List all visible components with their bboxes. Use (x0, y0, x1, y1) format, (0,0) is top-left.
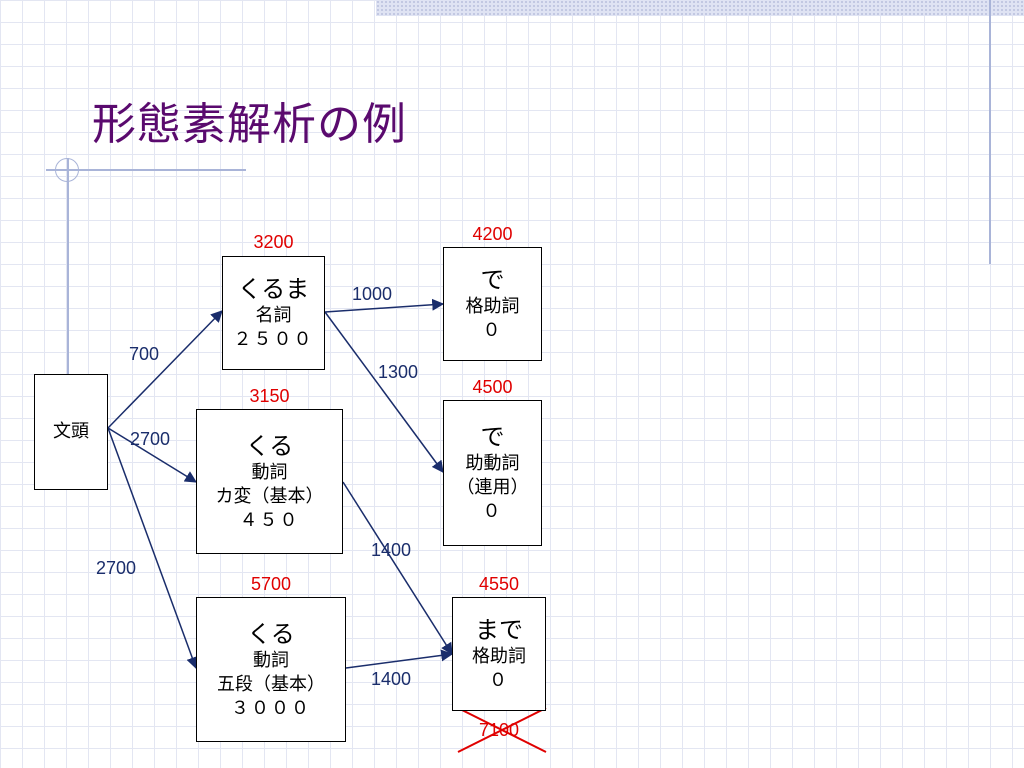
node-de-jodo-pos: 助動詞 (465, 453, 520, 474)
node-kuru-go-pos: 動詞 (253, 649, 289, 671)
node-made-cost: ０ (489, 670, 509, 691)
edge-label-bunto-kuru-go: 2700 (96, 558, 137, 578)
edge-bunto-kuru-go (107, 427, 198, 670)
edge-label-bunto-kuru-ka: 2700 (130, 429, 171, 449)
score-kuru-go: 5700 (250, 574, 292, 594)
score-de-kaku: 4200 (472, 224, 513, 244)
strike-line-b (457, 707, 547, 753)
edge-kuruma-de-jodo (324, 311, 444, 473)
node-kuru-ka-cost: ４５０ (239, 509, 300, 531)
node-de-kaku-cost: ０ (482, 320, 503, 341)
node-made: まで 格助詞 ０ (452, 597, 546, 711)
node-de-kaku-surface: で (480, 266, 505, 294)
node-bunto-label: 文頭 (53, 421, 89, 442)
edge-label-kuruma-de-jodo: 1300 (378, 362, 419, 382)
page-title: 形態素解析の例 (92, 99, 407, 150)
node-de-jodo-cost: ０ (482, 501, 503, 522)
node-kuru-go-cost: ３０００ (231, 697, 311, 719)
edge-label-bunto-kuruma: 700 (129, 344, 160, 364)
node-kuru-ka-surface: くる (245, 431, 294, 460)
edge-kuru-ka-made (342, 481, 453, 656)
node-de-kaku: で 格助詞 ０ (443, 247, 542, 361)
node-kuruma-pos: 名詞 (255, 305, 292, 326)
edge-label-kuru-go-made: 1400 (371, 669, 412, 689)
node-kuru-go-surface: くる (247, 619, 295, 648)
score-kuru-ka: 3150 (249, 386, 290, 406)
score-kuruma: 3200 (253, 232, 294, 252)
node-bunto: 文頭 (34, 374, 108, 490)
deco-vertical-line (67, 158, 69, 388)
node-kuru-go-conj: 五段（基本） (217, 673, 325, 695)
node-made-pos: 格助詞 (472, 646, 526, 667)
node-kuruma-surface: くるま (237, 275, 310, 303)
score-made-rejected: 7100 (478, 720, 520, 740)
node-kuru-go: くる 動詞 五段（基本） ３０００ (196, 597, 346, 742)
header-band (376, 0, 1024, 16)
node-de-jodo-conj: （連用） (456, 477, 529, 498)
node-kuruma: くるま 名詞 ２５００ (222, 256, 325, 370)
node-kuru-ka-conj: カ変（基本） (215, 485, 324, 507)
deco-right-line (989, 0, 991, 264)
deco-horizontal-line (46, 169, 246, 171)
node-kuru-ka: くる 動詞 カ変（基本） ４５０ (196, 409, 343, 554)
deco-circle (55, 158, 79, 182)
edge-bunto-kuruma (107, 310, 223, 429)
edge-kuru-go-made (345, 649, 454, 669)
score-made: 4550 (478, 574, 520, 594)
node-kuruma-cost: ２５００ (233, 329, 314, 350)
score-de-jodo: 4500 (472, 377, 513, 397)
node-de-jodo-surface: で (480, 423, 505, 451)
edge-bunto-kuru-ka (107, 427, 198, 483)
node-de-kaku-pos: 格助詞 (465, 296, 520, 317)
node-made-surface: まで (475, 616, 523, 644)
edge-label-kuru-ka-made: 1400 (371, 540, 412, 560)
node-de-jodo: で 助動詞 （連用） ０ (443, 400, 542, 546)
edge-kuruma-de-kaku (324, 298, 445, 313)
node-kuru-ka-pos: 動詞 (251, 461, 288, 483)
edge-label-kuruma-de-kaku: 1000 (352, 284, 393, 304)
